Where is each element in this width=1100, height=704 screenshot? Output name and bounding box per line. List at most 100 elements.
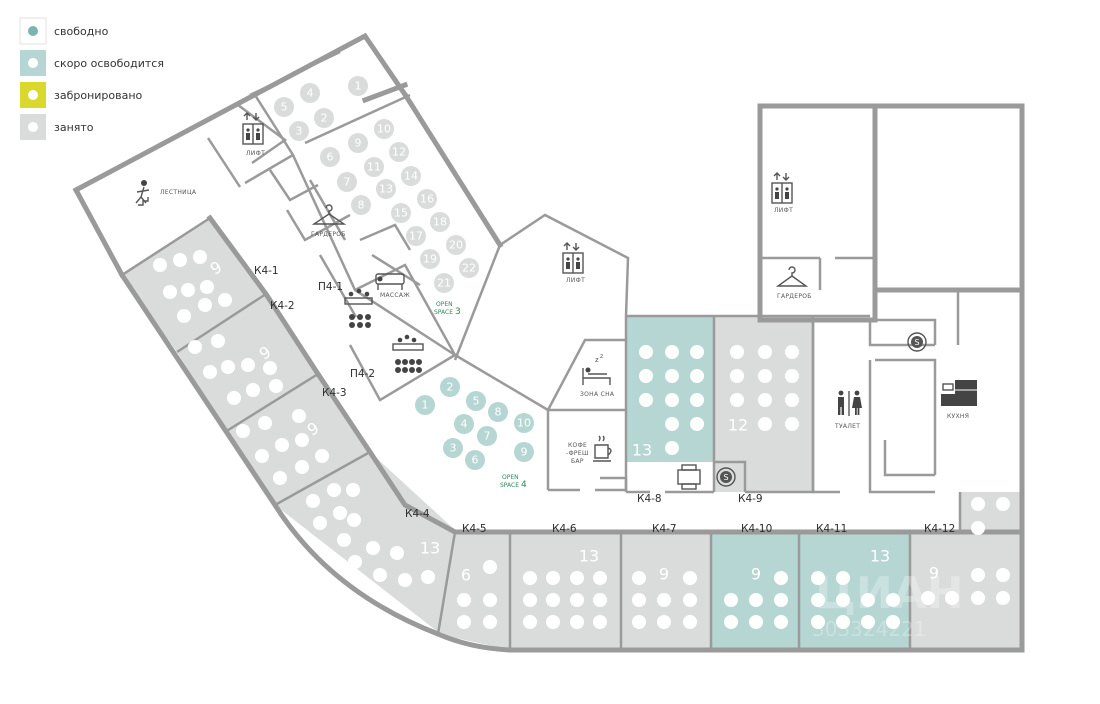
- office-k4-10[interactable]: [711, 534, 799, 650]
- open-seat-3-14[interactable]: 14: [401, 166, 421, 186]
- svg-text:8: 8: [358, 199, 365, 212]
- svg-text:12: 12: [392, 146, 406, 159]
- svg-text:22: 22: [462, 262, 476, 275]
- svg-text:21: 21: [437, 277, 451, 290]
- svg-text:1: 1: [422, 399, 429, 412]
- open-seat-3-19[interactable]: 19: [420, 249, 440, 269]
- svg-text:18: 18: [433, 216, 447, 229]
- office-seats: [153, 250, 1010, 629]
- open-seat-4-1[interactable]: 1: [415, 395, 435, 415]
- svg-text:7: 7: [484, 430, 491, 443]
- open-seat-4-5[interactable]: 5: [466, 391, 486, 411]
- open-seat-3-6[interactable]: 6: [320, 147, 340, 167]
- legend-reserved: забронировано: [20, 82, 143, 108]
- open-seat-3-21[interactable]: 21: [434, 273, 454, 293]
- open-seat-4-2[interactable]: 2: [440, 377, 460, 397]
- legend-free: свободно: [19, 17, 109, 45]
- office-label-k4-5: К4-5: [462, 523, 487, 535]
- open-seat-4-9[interactable]: 9: [514, 442, 534, 462]
- capacity-k4-6: 13: [579, 547, 599, 566]
- legend-busy-dot: [28, 122, 38, 132]
- coffee-label-2: -ФРЕШ: [566, 450, 589, 457]
- svg-text:17: 17: [409, 230, 423, 243]
- open-space-3-label-b: SPACE: [434, 309, 453, 316]
- open-seat-4-7[interactable]: 7: [477, 426, 497, 446]
- office-k4-7[interactable]: [621, 534, 711, 650]
- svg-text:13: 13: [379, 183, 393, 196]
- open-seat-4-8[interactable]: 8: [488, 402, 508, 422]
- capacity-k4-5: 6: [461, 566, 471, 585]
- open-seat-3-3[interactable]: 3: [289, 121, 309, 141]
- open-seat-4-6[interactable]: 6: [465, 450, 485, 470]
- phone-booth-icon: S: [716, 467, 736, 487]
- legend-free-dot: [28, 26, 38, 36]
- svg-text:11: 11: [367, 161, 381, 174]
- open-seat-4-10[interactable]: 10: [514, 413, 534, 433]
- coffee-cup-icon: [593, 435, 612, 462]
- svg-text:19: 19: [423, 253, 437, 266]
- svg-text:z: z: [595, 356, 599, 364]
- svg-text:3: 3: [450, 442, 457, 455]
- lift-icon: [242, 112, 264, 145]
- office-k4-4[interactable]: [275, 452, 455, 632]
- open-seat-3-13[interactable]: 13: [376, 179, 396, 199]
- open-seat-3-1[interactable]: 1: [348, 76, 368, 96]
- open-seat-3-8[interactable]: 8: [351, 195, 371, 215]
- open-seat-3-9[interactable]: 9: [348, 133, 368, 153]
- office-k4-1[interactable]: [122, 218, 266, 352]
- watermark-id: 303324221: [812, 617, 927, 641]
- legend-soon-label: скоро освободится: [54, 57, 164, 70]
- wardrobe-1-label: ГАРДЕРОБ: [311, 231, 346, 238]
- legend-soon: скоро освободится: [20, 50, 164, 76]
- svg-text:6: 6: [327, 151, 334, 164]
- svg-text:6: 6: [472, 454, 479, 467]
- toilet-label: ТУАЛЕТ: [834, 423, 860, 430]
- stairs-icon: [135, 180, 150, 206]
- office-label-k4-11: К4-11: [816, 523, 847, 535]
- open-seat-3-7[interactable]: 7: [337, 172, 357, 192]
- open-seat-3-5[interactable]: 5: [274, 97, 294, 117]
- meeting-table-icon: [392, 334, 424, 351]
- svg-text:8: 8: [495, 406, 502, 419]
- room-labels: ЛЕСТНИЦА ЛИФТ ГАРДЕРОБ МАССАЖ: [135, 112, 977, 490]
- lift-2-label: ЛИФТ: [566, 277, 585, 284]
- office-label-k4-10: К4-10: [741, 523, 772, 535]
- open-seat-4-4[interactable]: 4: [454, 414, 474, 434]
- open-space-4-number: 4: [521, 480, 527, 490]
- open-seat-3-10[interactable]: 10: [374, 119, 394, 139]
- office-k4-8[interactable]: [626, 316, 714, 462]
- lift-3-label: ЛИФТ: [774, 207, 793, 214]
- open-seat-3-16[interactable]: 16: [417, 189, 437, 209]
- kitchen-icon: [941, 380, 977, 406]
- office-k4-11[interactable]: [799, 534, 910, 650]
- seats-dots-icon: [395, 359, 422, 373]
- capacity-k4-12: 9: [929, 564, 939, 583]
- open-seat-3-11[interactable]: 11: [364, 157, 384, 177]
- open-seat-3-22[interactable]: 22: [459, 258, 479, 278]
- open-seat-3-2[interactable]: 2: [314, 108, 334, 128]
- office-label-k4-12: К4-12: [924, 523, 955, 535]
- meeting-room-label-p4-2: П4-2: [350, 368, 375, 380]
- watermark-brand: ЦИАН: [815, 568, 964, 619]
- open-seat-4-3[interactable]: 3: [443, 438, 463, 458]
- svg-text:S: S: [723, 473, 728, 482]
- open-seat-3-12[interactable]: 12: [389, 142, 409, 162]
- legend-busy-label: занято: [54, 121, 94, 134]
- office-k4-6[interactable]: [510, 534, 621, 650]
- capacity-k4-11: 13: [870, 547, 890, 566]
- open-seat-3-17[interactable]: 17: [406, 226, 426, 246]
- svg-text:9: 9: [521, 446, 528, 459]
- open-seat-3-20[interactable]: 20: [446, 235, 466, 255]
- open-seat-3-4[interactable]: 4: [300, 83, 320, 103]
- open-seat-3-15[interactable]: 15: [391, 203, 411, 223]
- stairs-label: ЛЕСТНИЦА: [160, 189, 197, 196]
- svg-text:10: 10: [517, 417, 531, 430]
- open-seat-3-18[interactable]: 18: [430, 212, 450, 232]
- office-label-k4-2: К4-2: [270, 300, 295, 312]
- office-label-k4-3: К4-3: [322, 387, 347, 399]
- legend-free-label: свободно: [54, 25, 109, 38]
- svg-text:5: 5: [281, 101, 288, 114]
- svg-text:4: 4: [461, 418, 468, 431]
- svg-text:15: 15: [394, 207, 408, 220]
